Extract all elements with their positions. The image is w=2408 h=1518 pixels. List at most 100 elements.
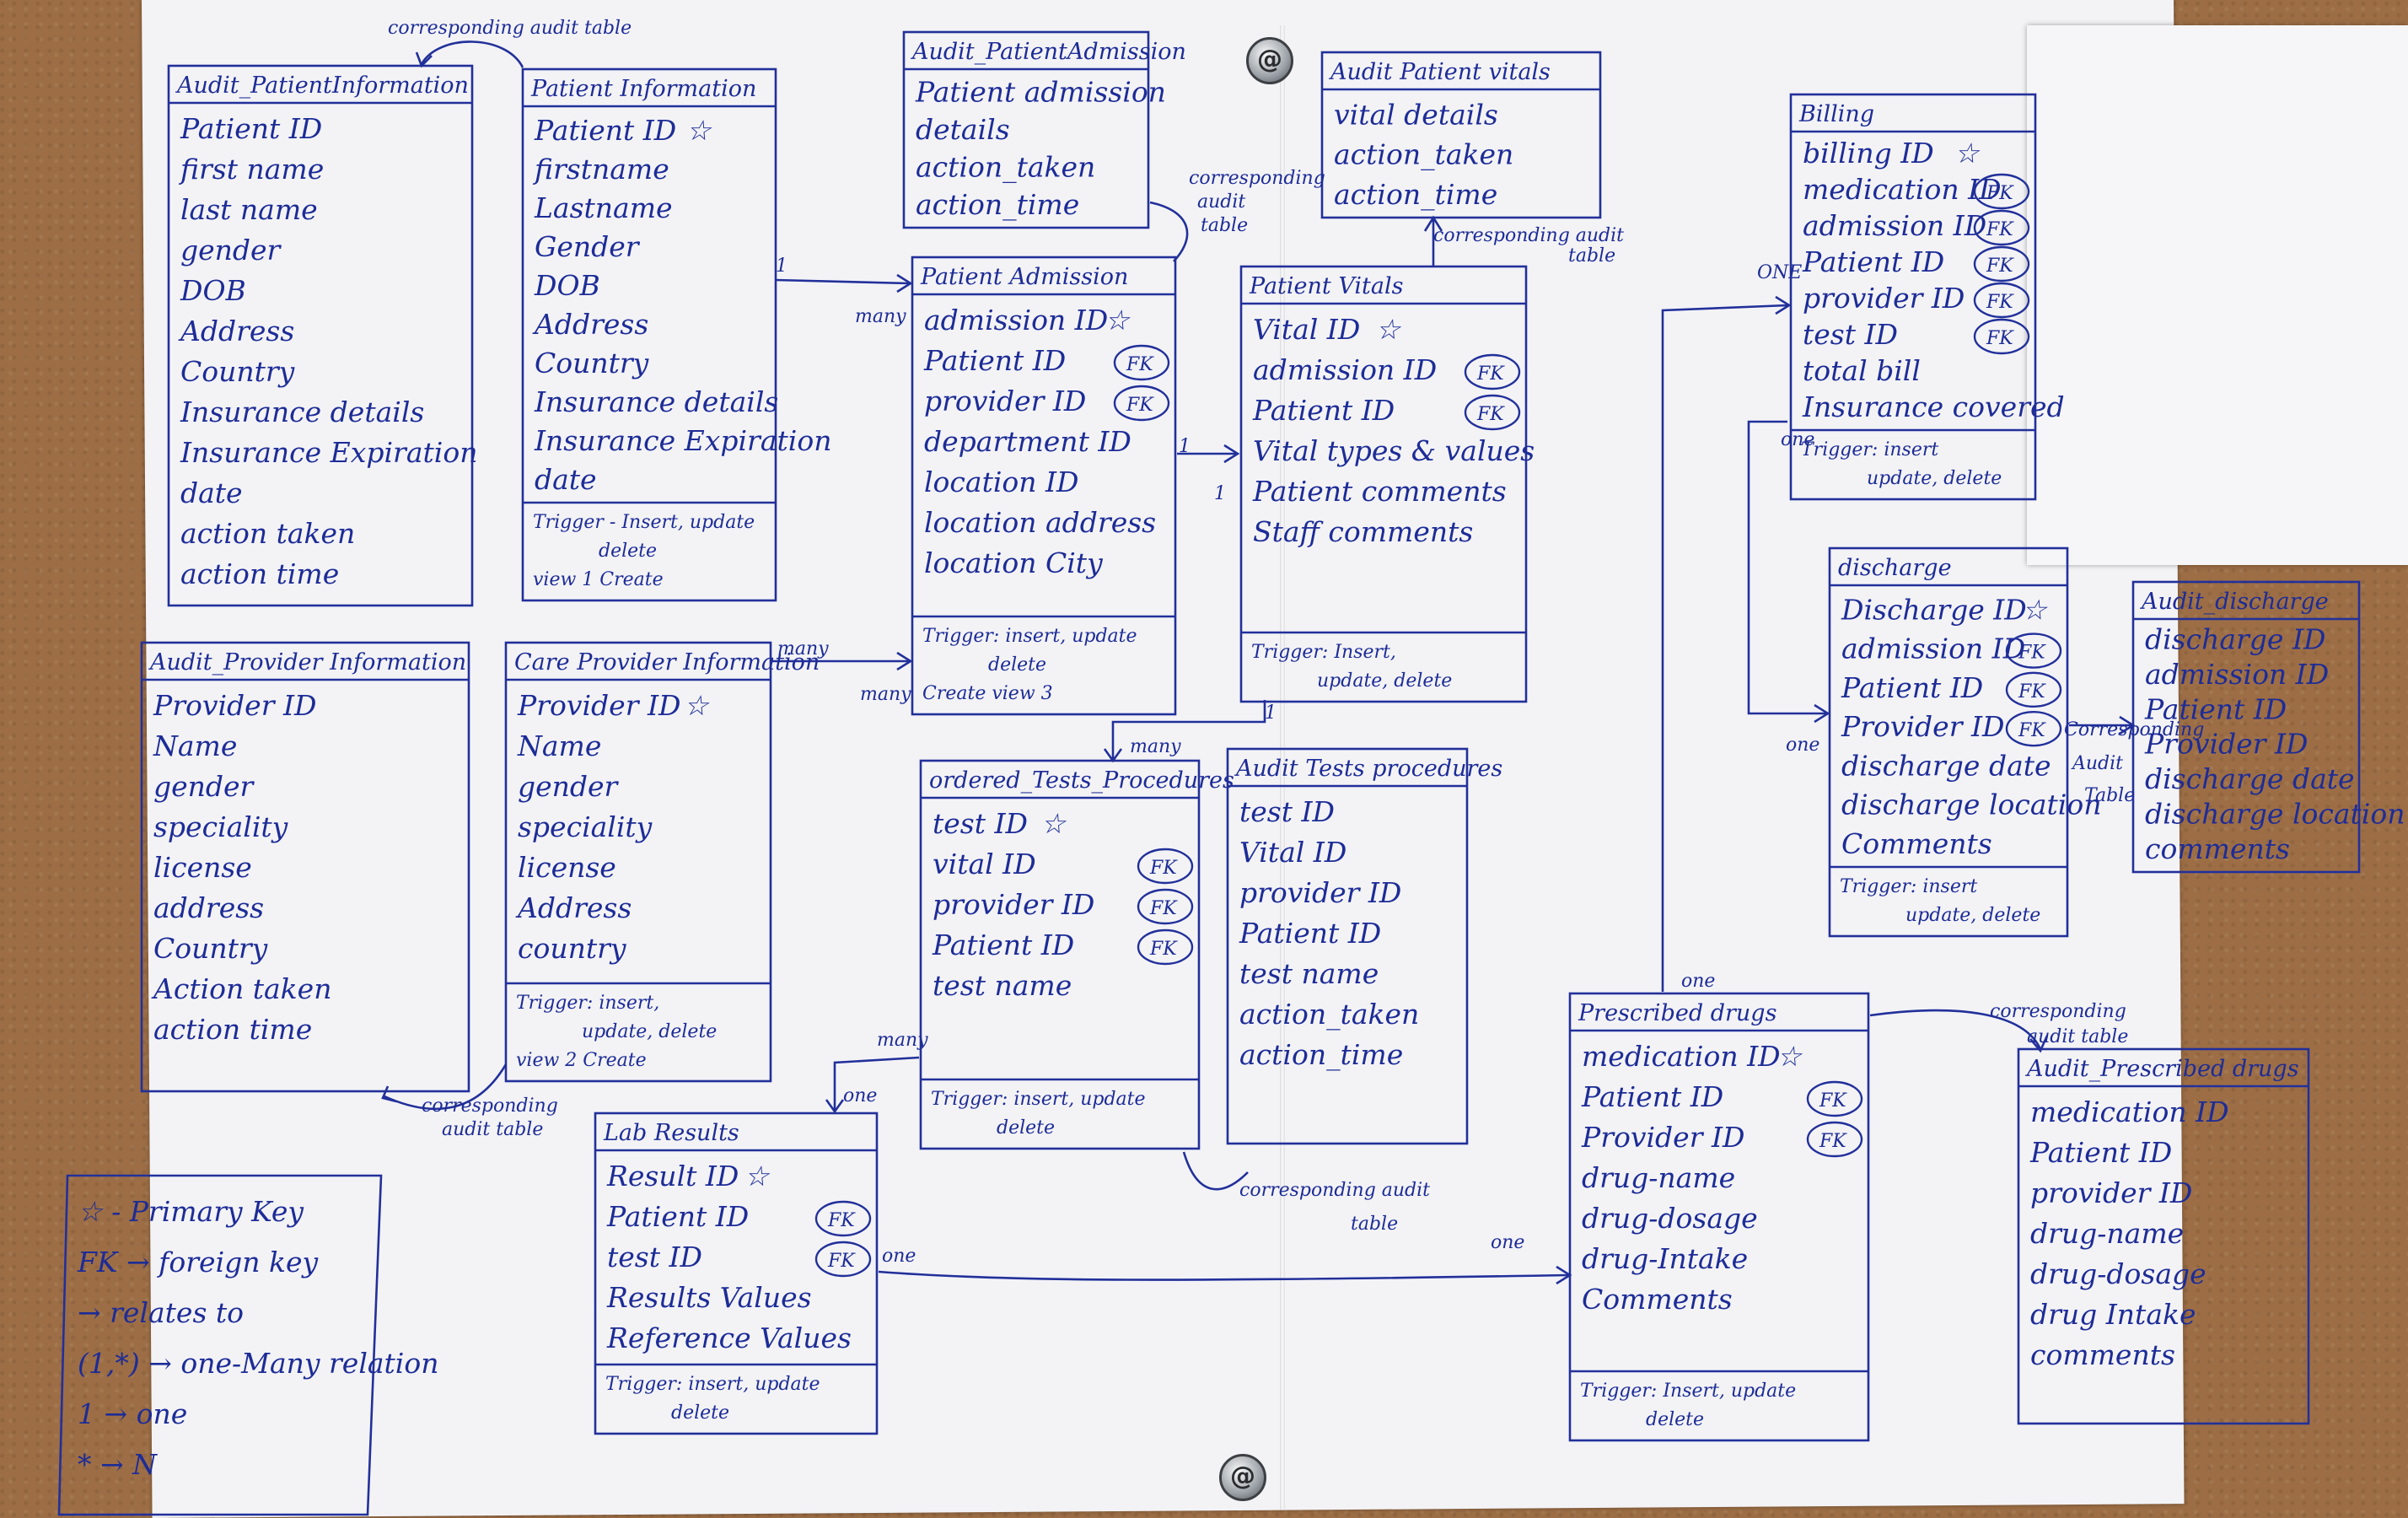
foreign-key-label: FK — [1819, 1131, 1847, 1152]
primary-key-star-icon: ☆ — [2022, 593, 2049, 626]
foreign-key-label: FK — [1986, 256, 2014, 277]
foreign-key-badge — [1464, 394, 1521, 431]
table-field: gender — [518, 770, 620, 803]
table-field: discharge ID — [2145, 622, 2325, 655]
foreign-key-label: FK — [1986, 292, 2014, 313]
table-field: action_time — [1334, 178, 1497, 212]
table-field: admission ID — [1803, 209, 1986, 242]
table-trigger-note: view 2 Create — [516, 1050, 647, 1071]
primary-key-star-icon: ☆ — [744, 1160, 771, 1192]
table-field: Comments — [1841, 827, 1992, 860]
table-field: license — [153, 851, 252, 884]
table-trigger-note: Trigger: insert, update — [605, 1374, 820, 1395]
table-title: Audit Patient vitals — [1328, 59, 1551, 85]
table-border — [902, 30, 1150, 229]
diagram-annotation: ONE — [1757, 262, 1802, 283]
table-field: date — [535, 463, 597, 496]
table-field: drug-name — [2030, 1217, 2184, 1250]
table-border — [504, 641, 772, 1083]
table-field: location ID — [924, 466, 1079, 498]
table-field: Name — [517, 729, 601, 762]
table-title: Audit Tests procedures — [1234, 756, 1502, 782]
legend-entry: (1,*) → one-Many relation — [78, 1347, 438, 1380]
diagram-annotation: many — [860, 684, 911, 705]
table-title: Audit_Provider Information — [148, 649, 466, 676]
table-title: Billing — [1798, 101, 1874, 127]
table-field: Insurance details — [180, 396, 424, 428]
table-field: discharge date — [2145, 762, 2355, 795]
primary-key-star-icon: ☆ — [686, 114, 713, 147]
foreign-key-badge — [814, 1241, 872, 1278]
table-field: Reference Values — [606, 1322, 852, 1354]
table-field: Vital types & values — [1253, 434, 1535, 467]
table-field: Result ID — [606, 1160, 739, 1192]
diagram-annotation: corresponding — [1189, 168, 1325, 189]
legend-entry: * → N — [78, 1448, 158, 1481]
table-field: Provider ID — [2144, 728, 2308, 761]
foreign-key-badge — [1113, 385, 1170, 422]
diagram-annotation: corresponding audit — [1433, 225, 1624, 246]
table-title: Patient Vitals — [1249, 273, 1403, 299]
foreign-key-label: FK — [1986, 183, 2014, 204]
primary-key-star-icon: ☆ — [1375, 313, 1402, 346]
foreign-key-badge — [1973, 282, 2030, 319]
diagram-annotation: 1 — [776, 256, 787, 277]
foreign-key-label: FK — [1476, 404, 1505, 425]
table-trigger-note: update, delete — [1867, 468, 2002, 489]
table-field: Provider ID — [1841, 710, 2004, 743]
diagram-annotation: 1 — [1214, 483, 1226, 504]
table-trigger-note: Trigger: insert — [1801, 439, 1938, 460]
table-field: Insurance Expiration — [180, 436, 477, 469]
table-field: vital details — [1334, 98, 1498, 131]
connector-vitals-to-tests — [1111, 700, 1266, 759]
connector-arrowhead — [896, 273, 913, 293]
foreign-key-label: FK — [2018, 720, 2046, 741]
table-field: department ID — [924, 425, 1131, 458]
diagram-annotation: table — [1568, 245, 1615, 266]
table-field: Address — [178, 315, 294, 347]
table-field: Lastname — [534, 191, 673, 224]
table-border — [167, 64, 474, 607]
table-title: Audit_PatientAdmission — [910, 39, 1186, 65]
table-field: test ID — [1239, 795, 1335, 828]
primary-key-star-icon: ☆ — [1954, 137, 1981, 170]
foreign-key-badge — [1806, 1080, 1863, 1117]
table-field: test name — [933, 969, 1072, 1002]
table-border — [2017, 1047, 2310, 1425]
table-title: Patient Information — [530, 76, 756, 102]
table-field: date — [180, 476, 243, 509]
table-field: medication ID — [2030, 1095, 2229, 1128]
diagram-annotation: Table — [2084, 785, 2135, 806]
table-trigger-note: Trigger - Insert, update — [533, 512, 755, 533]
table-trigger-note: Trigger: insert, — [516, 993, 659, 1014]
table-field: Patient ID — [2144, 692, 2287, 725]
table-field: drug Intake — [2030, 1298, 2196, 1331]
diagram-annotation: many — [855, 306, 906, 327]
table-trigger-note: delete — [671, 1402, 729, 1424]
table-border — [1789, 93, 2037, 501]
table-field: Staff comments — [1253, 515, 1473, 548]
table-title: Audit_PatientInformation — [175, 73, 469, 99]
diagram-annotation: audit — [1197, 191, 1245, 213]
table-field: test ID — [933, 807, 1028, 840]
diagram-annotation: corresponding audit — [1239, 1180, 1430, 1201]
audit-arrow-provider — [384, 1063, 508, 1111]
table-field: admission ID — [1253, 353, 1437, 386]
table-title: Audit_discharge — [2139, 589, 2329, 615]
foreign-key-badge — [1973, 245, 2030, 283]
legend-entry: FK → foreign key — [77, 1246, 319, 1278]
table-trigger-note: Trigger: insert, update — [922, 626, 1137, 647]
foreign-key-badge — [2005, 710, 2062, 747]
foreign-key-badge — [814, 1200, 872, 1237]
diagram-annotation: table — [1351, 1214, 1398, 1235]
foreign-key-label: FK — [1149, 858, 1178, 879]
table-title: Patient Admission — [920, 264, 1128, 290]
table-field: drug-name — [1582, 1161, 1735, 1194]
table-field: gender — [180, 234, 282, 266]
diagram-annotation: Corresponding — [2064, 719, 2204, 740]
